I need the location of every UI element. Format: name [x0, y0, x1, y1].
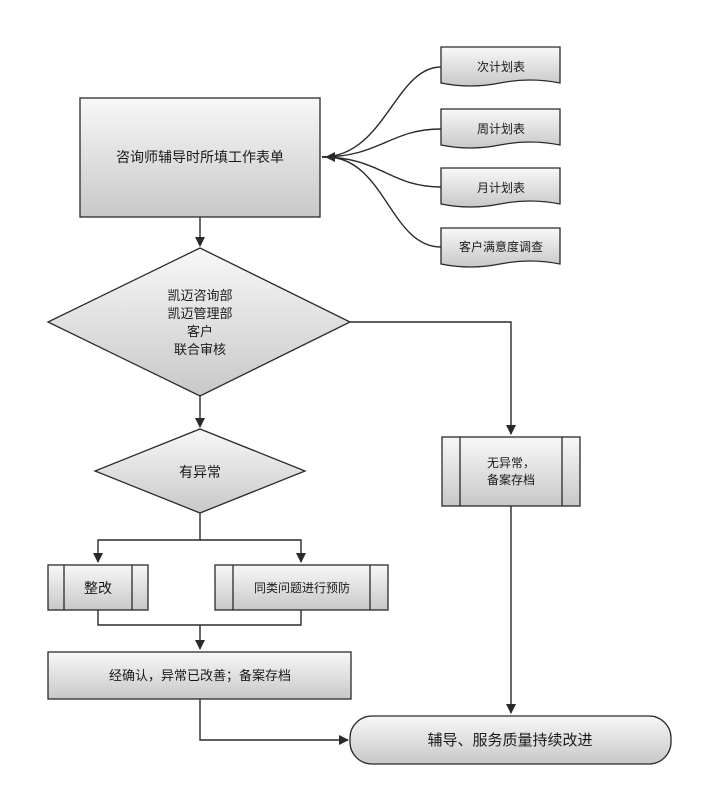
improve-terminator: 辅导、服务质量持续改进	[349, 715, 672, 765]
review-line-3: 客户	[187, 324, 213, 340]
edge-issue-rectify	[93, 513, 201, 563]
doc-monthly-plan-label: 月计划表	[477, 181, 525, 195]
confirm-label: 经确认，异常已改善；备案存档	[109, 668, 291, 684]
doc-weekly-plan-label: 周计划表	[477, 122, 525, 136]
rectify-box: 整改	[47, 564, 149, 611]
review-line-4: 联合审核	[174, 343, 226, 358]
no-issue-line-1: 无异常，	[487, 456, 535, 470]
joint-review-diamond: 凯迈咨询部 凯迈管理部 客户 联合审核	[46, 247, 352, 397]
improve-label: 辅导、服务质量持续改进	[427, 731, 592, 749]
document-connectors	[321, 66, 442, 248]
worksheet-box: 咨询师辅导时所填工作表单	[79, 97, 321, 218]
edge-merge	[97, 610, 302, 626]
no-issue-line-2: 备案存档	[487, 472, 535, 487]
doc-daily-plan-label: 次计划表	[477, 60, 525, 74]
worksheet-label: 咨询师辅导时所填工作表单	[116, 150, 284, 166]
edge-issue-prevent	[200, 539, 306, 563]
prevent-box: 同类问题进行预防	[214, 564, 389, 611]
has-issue-label: 有异常	[179, 465, 221, 481]
doc-weekly-plan: 周计划表	[440, 108, 561, 149]
doc-survey-label: 客户满意度调查	[459, 239, 543, 254]
confirm-box: 经确认，异常已改善；备案存档	[47, 651, 352, 700]
review-line-2: 凯迈管理部	[167, 307, 232, 322]
doc-daily-plan: 次计划表	[440, 46, 561, 87]
has-issue-diamond: 有异常	[93, 428, 307, 514]
review-line-1: 凯迈咨询部	[167, 289, 232, 304]
prevent-label: 同类问题进行预防	[254, 580, 350, 595]
edge-confirm-improve	[199, 699, 349, 745]
no-issue-box: 无异常， 备案存档	[441, 436, 581, 507]
doc-monthly-plan: 月计划表	[440, 167, 561, 208]
edge-review-noissue	[350, 321, 516, 435]
doc-satisfaction-survey: 客户满意度调查	[440, 227, 561, 268]
rectify-label: 整改	[84, 581, 112, 597]
